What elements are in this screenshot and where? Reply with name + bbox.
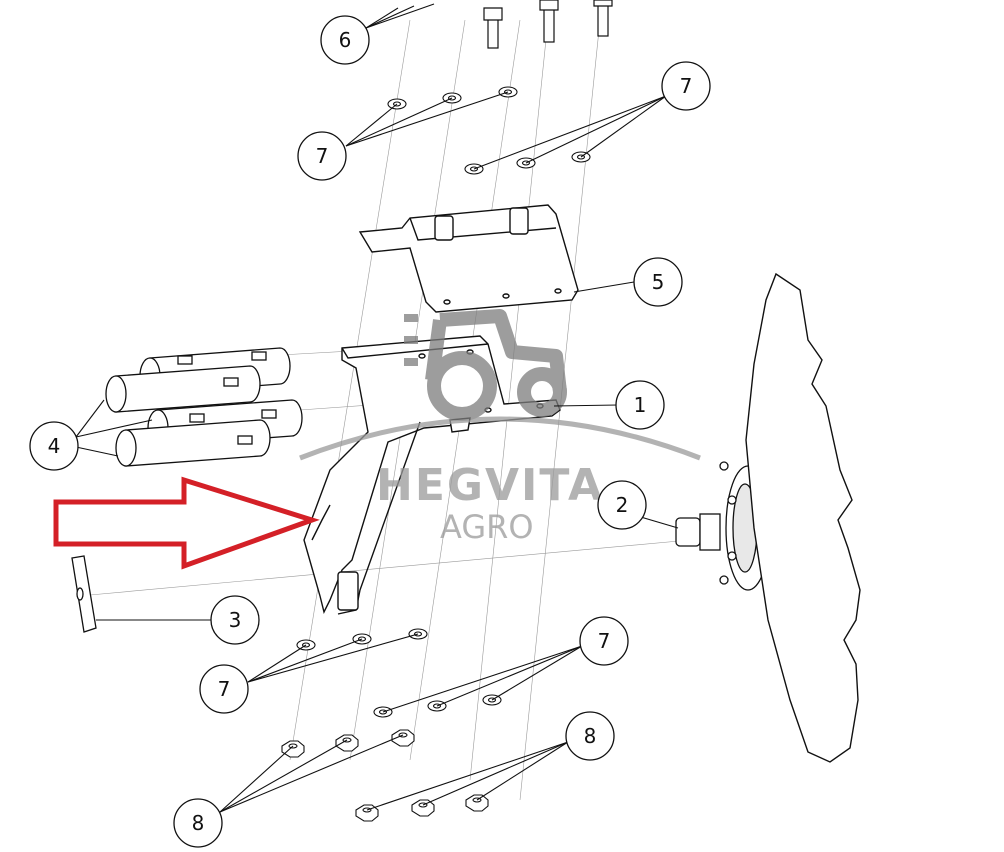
callout-label: 8: [584, 724, 597, 748]
callout-1: 1: [615, 380, 665, 430]
bolt-icon: [593, 0, 613, 37]
nuts-row1: [281, 729, 415, 758]
callout-4: 4: [29, 421, 79, 471]
washers-top-row1: [387, 86, 518, 110]
nut-icon: [281, 740, 305, 758]
callout-8-right: 8: [565, 711, 615, 761]
red-outline-arrow-icon: [53, 476, 320, 570]
bolt-group-top: [483, 0, 613, 49]
callout-label: 1: [634, 393, 647, 417]
callout-7-upper-right: 7: [661, 61, 711, 111]
callout-label: 8: [192, 811, 205, 835]
callout-label: 7: [598, 629, 611, 653]
callout-label: 6: [339, 28, 352, 52]
leader-lines: [75, 3, 679, 813]
cylinder-icon: [105, 365, 261, 413]
washers-top-row2: [464, 151, 591, 175]
callout-7-lower-right: 7: [579, 616, 629, 666]
callout-label: 4: [48, 434, 61, 458]
bolt-icon: [483, 7, 503, 49]
nut-icon: [411, 799, 435, 817]
watermark: HEGVITA AGRO: [299, 309, 701, 546]
callout-label: 7: [316, 144, 329, 168]
nut-icon: [465, 794, 489, 812]
watermark-brand: HEGVITA: [376, 460, 604, 511]
callout-2: 2: [597, 480, 647, 530]
bolt-icon: [539, 0, 559, 43]
cylinder-icon: [115, 419, 271, 467]
small-plate-part-3: [71, 555, 97, 633]
callout-7-lower-left: 7: [199, 664, 249, 714]
notched-disc: [745, 272, 861, 763]
callout-label: 5: [652, 270, 665, 294]
tractor-icon: [404, 309, 567, 421]
nuts-row2: [355, 794, 489, 822]
clamp-plate-part-5: [358, 204, 579, 313]
nut-icon: [355, 804, 379, 822]
callout-5: 5: [633, 257, 683, 307]
callout-label: 3: [229, 608, 242, 632]
callout-8-left: 8: [173, 798, 223, 848]
rubber-cylinders-part-4: [105, 347, 303, 467]
callout-7-upper-left: 7: [297, 131, 347, 181]
nut-icon: [335, 734, 359, 752]
callout-3: 3: [210, 595, 260, 645]
callout-label: 2: [616, 493, 629, 517]
callout-6: 6: [320, 15, 370, 65]
watermark-swoosh: [299, 416, 701, 461]
callout-label: 7: [218, 677, 231, 701]
watermark-sub: AGRO: [440, 508, 534, 546]
callout-label: 7: [680, 74, 693, 98]
